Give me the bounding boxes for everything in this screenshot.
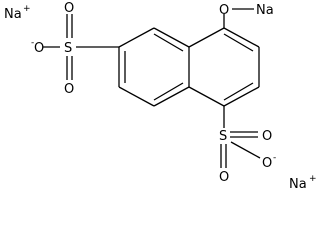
atom-labels: Na + O Na O S O - O S O O O - Na + bbox=[4, 1, 317, 192]
charge-o-right: - bbox=[273, 153, 276, 163]
bond-c2-c1 bbox=[223, 86, 260, 107]
charge-na-ion-right: + bbox=[309, 174, 317, 184]
bond-c4-c3 bbox=[223, 27, 260, 48]
atom-na-bonded: Na bbox=[256, 3, 274, 18]
bond-c4a-c5 bbox=[153, 27, 190, 48]
charge-na-ion-left: + bbox=[23, 4, 31, 14]
bond-c1-c8a bbox=[188, 86, 225, 107]
structure-svg: Na + O Na O S O - O S O O O - Na + bbox=[4, 1, 317, 192]
bond-c8-c8a bbox=[153, 86, 190, 107]
left-ring-bonds bbox=[118, 27, 190, 107]
charge-o-left: - bbox=[31, 38, 34, 48]
bond-c8-c8a-inner bbox=[153, 82, 184, 101]
atom-o-left-bottom: O bbox=[64, 82, 74, 97]
structure-diagram: Na + O Na O S O - O S O O O - Na + bbox=[4, 1, 317, 192]
right-ring-bonds bbox=[188, 27, 260, 107]
atom-na-ion-left: Na bbox=[4, 7, 22, 22]
bond-c4-c3-inner bbox=[223, 33, 254, 52]
atom-o-right-side: O bbox=[262, 129, 272, 144]
bond-c7-c8 bbox=[118, 86, 155, 107]
substituent-bonds bbox=[43, 8, 261, 168]
atom-o-left-top: O bbox=[64, 1, 74, 16]
atom-o-right-top: O bbox=[219, 170, 229, 185]
atom-o-left-minus: O bbox=[34, 41, 44, 56]
bond-c2-c1-inner bbox=[223, 82, 254, 101]
bond-c4a-c4 bbox=[188, 27, 225, 48]
atom-na-ion-right: Na bbox=[289, 177, 307, 192]
bond-s2-o-minus bbox=[230, 141, 261, 159]
atom-o-right-minus: O bbox=[262, 156, 272, 171]
atom-s-left: S bbox=[64, 41, 72, 56]
atom-s-right: S bbox=[219, 129, 227, 144]
bond-c5-c6 bbox=[118, 27, 155, 48]
bond-c4a-c5-inner bbox=[153, 33, 184, 52]
atom-o-ether: O bbox=[219, 3, 229, 18]
